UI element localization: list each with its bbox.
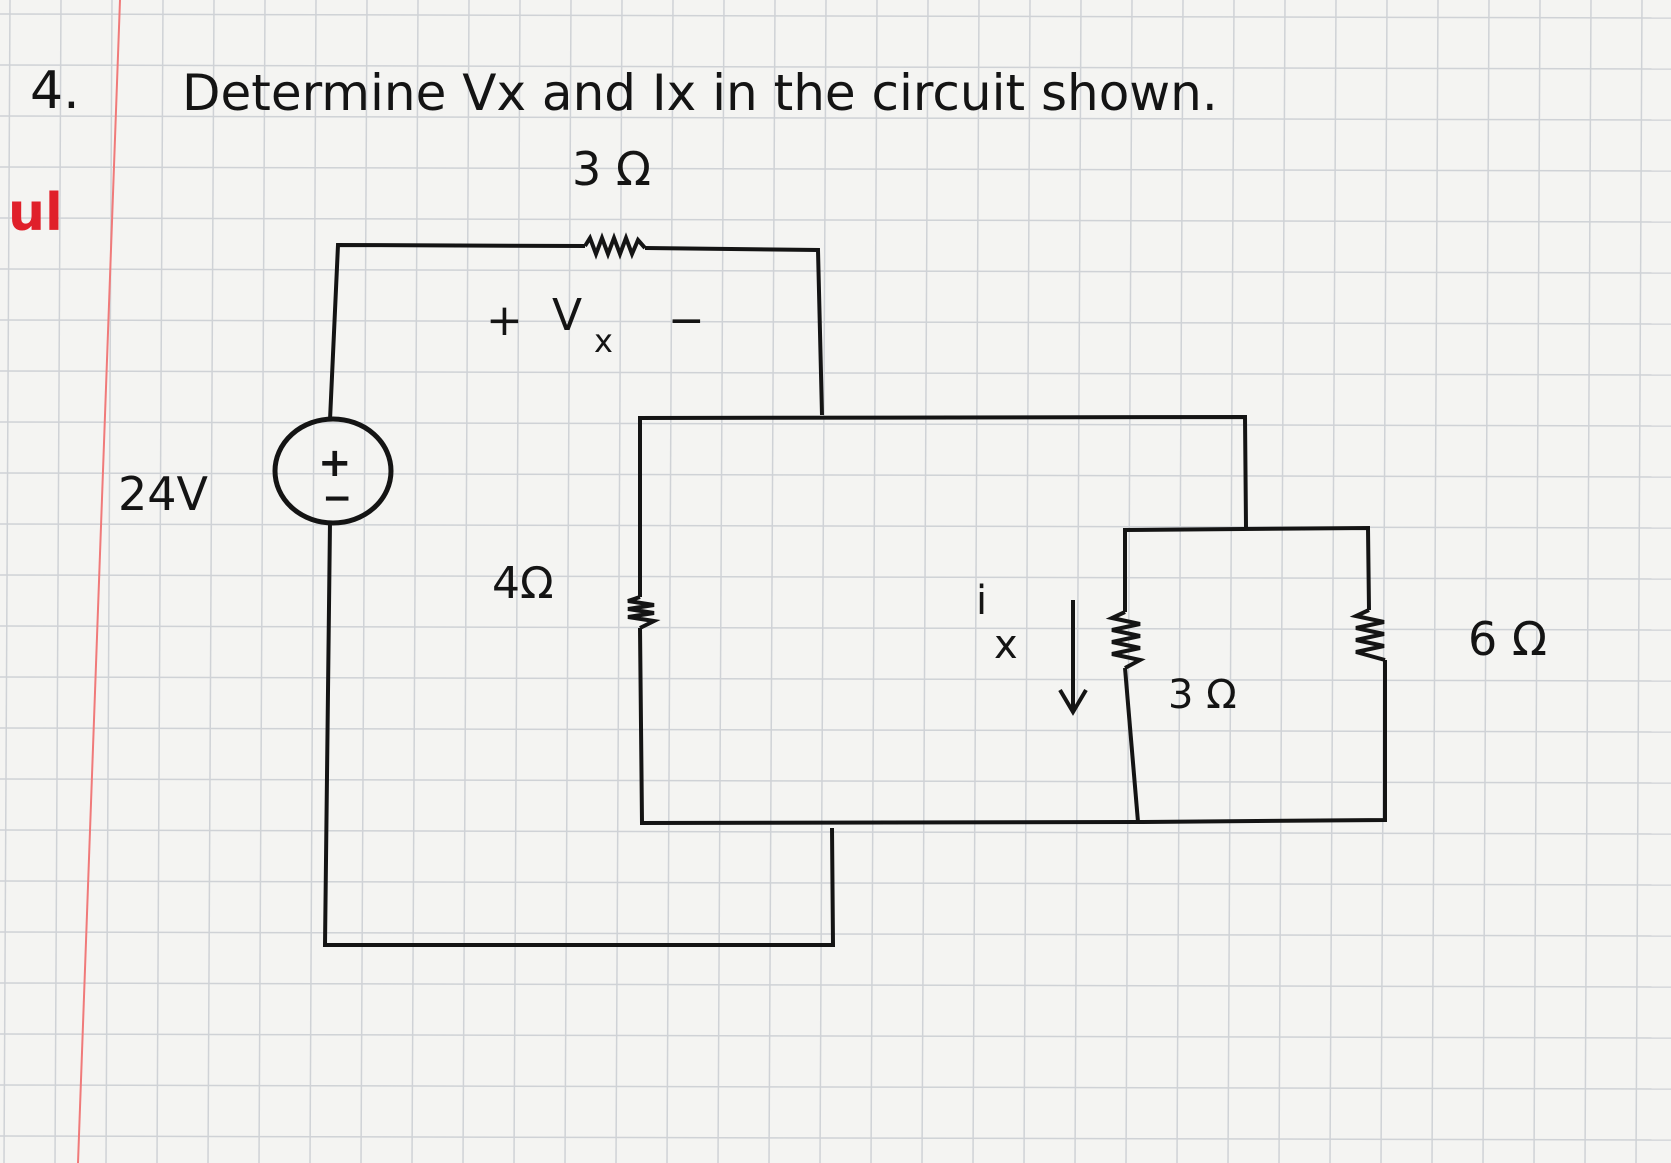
wire-mid-top — [638, 414, 1248, 597]
grid-line-horizontal — [0, 574, 1671, 580]
vx-annotation: + V x − — [486, 290, 705, 360]
grid-line-horizontal — [0, 778, 1671, 784]
wire-parallel-top — [1123, 525, 1371, 612]
grid-line-vertical — [207, 0, 215, 1163]
grid-line-vertical — [105, 0, 113, 1163]
grid-line-vertical — [870, 0, 878, 1163]
wire-3ohm-bottom — [1123, 667, 1140, 823]
margin-note: ul — [8, 183, 63, 243]
resistor-left-zigzag-icon — [627, 595, 661, 630]
source-label: 24V — [118, 467, 209, 521]
grid-line-horizontal — [0, 115, 1671, 121]
grid-line-vertical — [1482, 0, 1490, 1163]
grid-line-horizontal — [0, 625, 1671, 631]
grid-line-vertical — [819, 0, 827, 1163]
grid-line-horizontal — [0, 931, 1671, 937]
grid-line-horizontal — [0, 727, 1671, 733]
ix-arrow-icon — [1058, 600, 1088, 716]
grid-line-vertical — [921, 0, 929, 1163]
resistor-left: 4Ω — [492, 558, 661, 630]
grid-line-horizontal — [0, 472, 1671, 478]
grid-line-vertical — [1431, 0, 1439, 1163]
margin-line — [77, 0, 121, 1163]
grid-line-vertical — [564, 0, 572, 1163]
grid-line-horizontal — [0, 217, 1671, 223]
grid-line-vertical — [717, 0, 725, 1163]
grid-line-vertical — [1176, 0, 1184, 1163]
grid-line-horizontal — [0, 1033, 1671, 1039]
grid-line-vertical — [309, 0, 317, 1163]
grid-line-horizontal — [0, 1084, 1671, 1090]
grid-line-vertical — [156, 0, 164, 1163]
grid-line-vertical — [1125, 0, 1133, 1163]
wire-top-right — [644, 246, 824, 416]
circuit-wires — [322, 242, 1387, 947]
resistor-mid: 3 Ω — [1105, 610, 1237, 718]
grid-line-horizontal — [0, 421, 1671, 427]
wire-source-bottom — [322, 521, 836, 947]
grid-line-vertical — [1278, 0, 1286, 1163]
grid-line-vertical — [1584, 0, 1592, 1163]
grid-line-horizontal — [0, 880, 1671, 886]
grid-line-vertical — [1227, 0, 1235, 1163]
resistor-right: 6 Ω — [1349, 608, 1547, 666]
resistor-left-label: 4Ω — [492, 558, 554, 609]
grid-line-horizontal — [0, 166, 1671, 172]
resistor-mid-label: 3 Ω — [1168, 672, 1237, 718]
grid-line-horizontal — [0, 13, 1671, 19]
grid-line-vertical — [513, 0, 521, 1163]
wire-source-top — [328, 242, 586, 421]
grid-line-vertical — [972, 0, 980, 1163]
source-circle-icon — [272, 416, 394, 526]
grid-line-vertical — [1023, 0, 1031, 1163]
grid-line-vertical — [54, 0, 62, 1163]
ix-name: i — [976, 578, 987, 624]
ix-subscript: x — [994, 622, 1018, 668]
resistor-top-label: 3 Ω — [572, 142, 651, 196]
problem-statement: Determine Vx and Ix in the circuit shown… — [182, 64, 1218, 122]
grid-line-horizontal — [0, 676, 1671, 682]
grid-line-horizontal — [0, 268, 1671, 274]
problem-number: 4. — [30, 61, 80, 121]
vx-plus: + — [486, 295, 523, 346]
grid-line-horizontal — [0, 829, 1671, 835]
grid-line-vertical — [360, 0, 368, 1163]
voltage-source: + − 24V — [118, 416, 394, 526]
grid-line-vertical — [666, 0, 674, 1163]
grid-line-vertical — [1074, 0, 1082, 1163]
grid-line-horizontal — [0, 64, 1671, 70]
grid-line-vertical — [462, 0, 470, 1163]
grid-line-vertical — [615, 0, 623, 1163]
grid-line-horizontal — [0, 982, 1671, 988]
source-plus: + — [318, 440, 352, 486]
resistor-top: 3 Ω — [572, 142, 651, 260]
grid-line-vertical — [258, 0, 266, 1163]
grid-line-vertical — [3, 0, 11, 1163]
grid-line-vertical — [1533, 0, 1541, 1163]
vx-minus: − — [668, 295, 705, 346]
resistor-top-zigzag-icon — [583, 232, 647, 260]
grid-line-vertical — [1380, 0, 1388, 1163]
ix-annotation: i x — [976, 578, 1088, 716]
vx-name: V — [552, 290, 582, 341]
resistor-right-zigzag-icon — [1349, 608, 1386, 662]
grid-line-horizontal — [0, 319, 1671, 325]
source-minus: − — [322, 478, 352, 519]
grid-line-vertical — [1329, 0, 1337, 1163]
resistor-mid-zigzag-icon — [1105, 610, 1146, 670]
grid-line-vertical — [768, 0, 776, 1163]
grid-line-horizontal — [0, 1135, 1671, 1141]
grid-line-vertical — [1635, 0, 1643, 1163]
resistor-right-label: 6 Ω — [1468, 612, 1547, 666]
grid-line-horizontal — [0, 370, 1671, 376]
vx-subscript: x — [594, 322, 613, 360]
grid-line-horizontal — [0, 523, 1671, 529]
grid-line-vertical — [411, 0, 419, 1163]
